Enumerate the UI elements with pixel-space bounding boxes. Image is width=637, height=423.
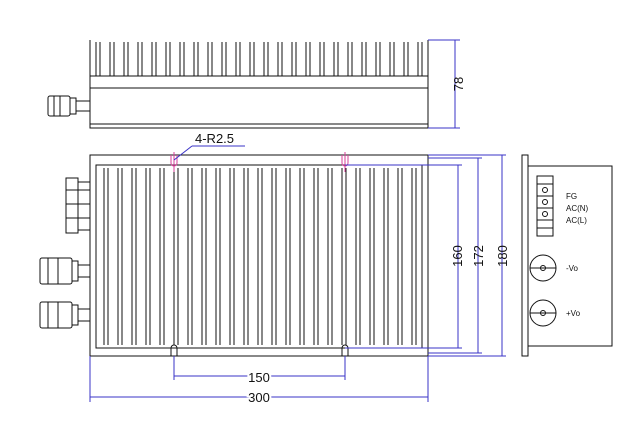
dim-180-label: 180 (495, 245, 510, 267)
terminal-label-fg: FG (566, 192, 577, 201)
hole-callout: 4-R2.5 (173, 131, 245, 161)
output-label-neg: -Vo (566, 264, 579, 273)
dim-172: 172 (428, 157, 486, 354)
side-view: FG AC(N) AC(L) -Vo +Vo (521, 154, 613, 357)
dim-78: 78 (428, 39, 466, 129)
dim-150-label: 150 (248, 370, 270, 385)
dim-172-label: 172 (471, 245, 486, 267)
output-stud-neg (529, 254, 557, 282)
dim-300-label: 300 (248, 390, 270, 405)
dim-180: 180 (428, 154, 510, 357)
dim-78-label: 78 (451, 77, 466, 91)
output-connector-lower (39, 301, 91, 329)
top-view-connector (47, 95, 91, 117)
dim-300: 300 (89, 356, 429, 407)
dim-150: 150 (173, 356, 346, 387)
hole-callout-label: 4-R2.5 (195, 131, 234, 146)
output-stud-pos (529, 299, 557, 327)
terminal-block-connector (65, 177, 91, 234)
output-label-pos: +Vo (566, 309, 581, 318)
front-view-fins (103, 168, 417, 345)
front-view: 4-R2.5 150 (39, 131, 510, 407)
side-terminal-block (536, 175, 554, 237)
front-view-body (89, 154, 429, 357)
output-connector-upper (39, 257, 91, 285)
mounting-holes (170, 152, 349, 356)
side-view-flange (521, 154, 529, 357)
top-view: 78 (47, 39, 466, 129)
top-view-fins (95, 42, 423, 76)
terminal-label-acn: AC(N) (566, 204, 589, 213)
terminal-label-acl: AC(L) (566, 216, 587, 225)
side-view-body (527, 165, 613, 347)
dim-160: 160 (345, 164, 465, 349)
dim-160-label: 160 (450, 245, 465, 267)
